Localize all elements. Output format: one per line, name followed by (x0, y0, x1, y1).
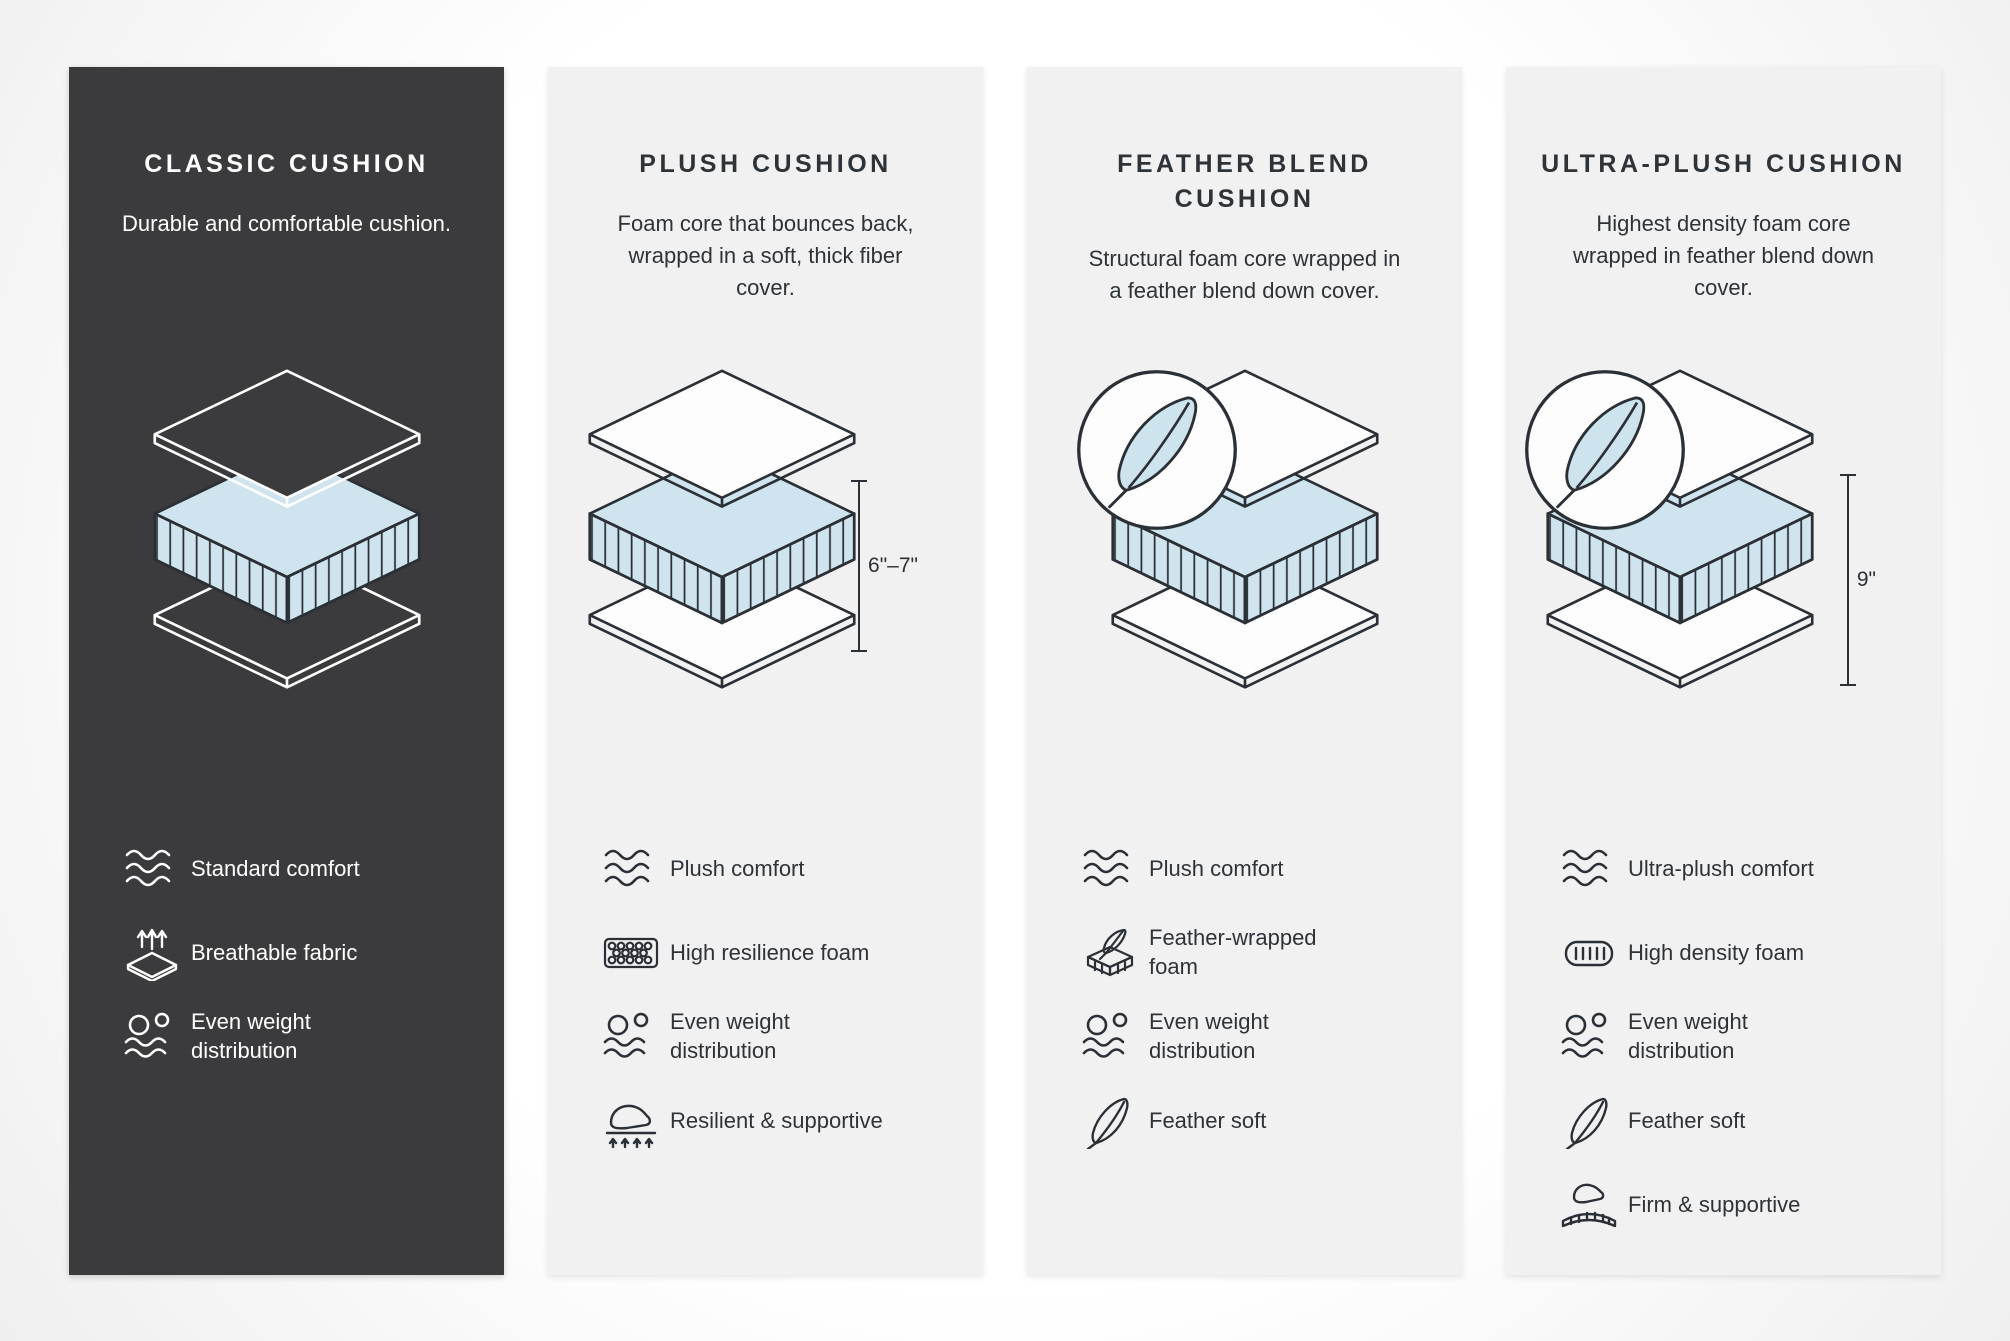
breathable-icon (120, 925, 184, 981)
illustration-area (69, 362, 504, 817)
panel-plush-cushion: PLUSH CUSHION Foam core that bounces bac… (548, 67, 983, 1275)
height-measurement: 6"–7" (851, 480, 918, 652)
feature-row: Standard comfort (113, 839, 474, 899)
feature-row: Ultra-plush comfort (1550, 839, 1911, 899)
measurement-label: 6"–7" (868, 554, 918, 577)
cushion-layers-illustration (572, 362, 872, 697)
feature-label: High density foam (1628, 939, 1805, 965)
panel-title: ULTRA-PLUSH CUSHION (1541, 150, 1906, 178)
panel-header: CLASSIC CUSHION Durable and comfortable … (69, 67, 504, 307)
feature-row: Even weight distribution (1071, 1007, 1432, 1067)
feature-label: Plush comfort (1149, 855, 1284, 881)
feature-label: Ultra-plush comfort (1628, 855, 1814, 881)
measurement-bracket (1839, 474, 1856, 686)
resilience-foam-icon (599, 925, 663, 981)
feature-row: Firm & supportive (1550, 1175, 1911, 1235)
weight-icon (1557, 1009, 1621, 1065)
feature-row: Even weight distribution (592, 1007, 953, 1067)
panel-title: FEATHER BLEND CUSHION (1117, 150, 1372, 213)
weight-icon (1078, 1009, 1142, 1065)
panel-header: PLUSH CUSHION Foam core that bounces bac… (548, 67, 983, 307)
panel-classic-cushion: CLASSIC CUSHION Durable and comfortable … (69, 67, 504, 1275)
weight-icon (599, 1009, 663, 1065)
feature-row: High resilience foam (592, 923, 953, 983)
feature-label: High resilience foam (670, 939, 870, 965)
feature-label: Plush comfort (670, 855, 805, 881)
panel-title: PLUSH CUSHION (639, 150, 892, 178)
feature-label: Even weight distribution (191, 1009, 311, 1063)
height-measurement: 9" (1839, 474, 1876, 686)
feature-label: Even weight distribution (670, 1009, 790, 1063)
panel-header: ULTRA-PLUSH CUSHION Highest density foam… (1506, 67, 1941, 307)
feature-label: Standard comfort (191, 855, 360, 881)
cushion-comparison: CLASSIC CUSHION Durable and comfortable … (69, 67, 1941, 1275)
feather-badge-icon (1074, 367, 1240, 533)
panel-header: FEATHER BLEND CUSHION Structural foam co… (1027, 67, 1462, 307)
feature-list: Ultra-plush comfort High density foam Ev… (1506, 817, 1941, 1235)
panel-description: Highest density foam core wrapped in fea… (1573, 211, 1874, 300)
cushion-wrap (137, 362, 437, 697)
feather-badge-icon (1522, 367, 1688, 533)
cushion-wrap: 6"–7" (572, 362, 918, 697)
feature-label: Even weight distribution (1149, 1009, 1269, 1063)
feature-label: Breathable fabric (191, 939, 358, 965)
density-foam-icon (1557, 925, 1621, 981)
feature-label: Resilient & supportive (670, 1107, 883, 1133)
feature-row: Even weight distribution (1550, 1007, 1911, 1067)
feature-row: Feather soft (1071, 1091, 1432, 1151)
wave-icon (120, 841, 184, 897)
illustration-area: 9" (1506, 362, 1941, 817)
feature-row: Plush comfort (592, 839, 953, 899)
feature-row: Plush comfort (1071, 839, 1432, 899)
illustration-area (1027, 362, 1462, 817)
measurement-bracket (851, 480, 868, 652)
wave-icon (1557, 841, 1621, 897)
feature-row: Breathable fabric (113, 923, 474, 983)
wave-icon (599, 841, 663, 897)
panel-description: Structural foam core wrapped in a feathe… (1088, 246, 1401, 303)
panel-feather-blend-cushion: FEATHER BLEND CUSHION Structural foam co… (1027, 67, 1462, 1275)
feature-row: Feather soft (1550, 1091, 1911, 1151)
panel-description: Durable and comfortable cushion. (122, 211, 451, 236)
weight-icon (120, 1009, 184, 1065)
feather-icon (1557, 1093, 1621, 1149)
hand-press-icon (599, 1093, 663, 1149)
firm-support-icon (1557, 1177, 1621, 1233)
panel-description: Foam core that bounces back, wrapped in … (617, 211, 914, 300)
feature-list: Standard comfort Breathable fabric Even … (69, 817, 504, 1067)
feature-row: Resilient & supportive (592, 1091, 953, 1151)
feature-list: Plush comfort High resilience foam Even … (548, 817, 983, 1151)
feature-row: Feather-wrapped foam (1071, 923, 1432, 983)
feature-label: Feather soft (1149, 1107, 1267, 1133)
feature-label: Firm & supportive (1628, 1191, 1801, 1217)
feature-row: Even weight distribution (113, 1007, 474, 1067)
feather-foam-icon (1078, 925, 1142, 981)
feather-icon (1078, 1093, 1142, 1149)
panel-ultra-plush-cushion: ULTRA-PLUSH CUSHION Highest density foam… (1506, 67, 1941, 1275)
illustration-area: 6"–7" (548, 362, 983, 817)
panel-title: CLASSIC CUSHION (144, 150, 429, 178)
cushion-wrap (1095, 362, 1395, 697)
feature-label: Feather soft (1628, 1107, 1746, 1133)
measurement-label: 9" (1856, 568, 1876, 591)
cushion-layers-illustration (137, 362, 437, 697)
wave-icon (1078, 841, 1142, 897)
feature-label: Feather-wrapped foam (1149, 925, 1317, 979)
cushion-wrap: 9" (1530, 362, 1876, 697)
feature-row: High density foam (1550, 923, 1911, 983)
feature-label: Even weight distribution (1628, 1009, 1748, 1063)
feature-list: Plush comfort Feather-wrapped foam Even … (1027, 817, 1462, 1151)
